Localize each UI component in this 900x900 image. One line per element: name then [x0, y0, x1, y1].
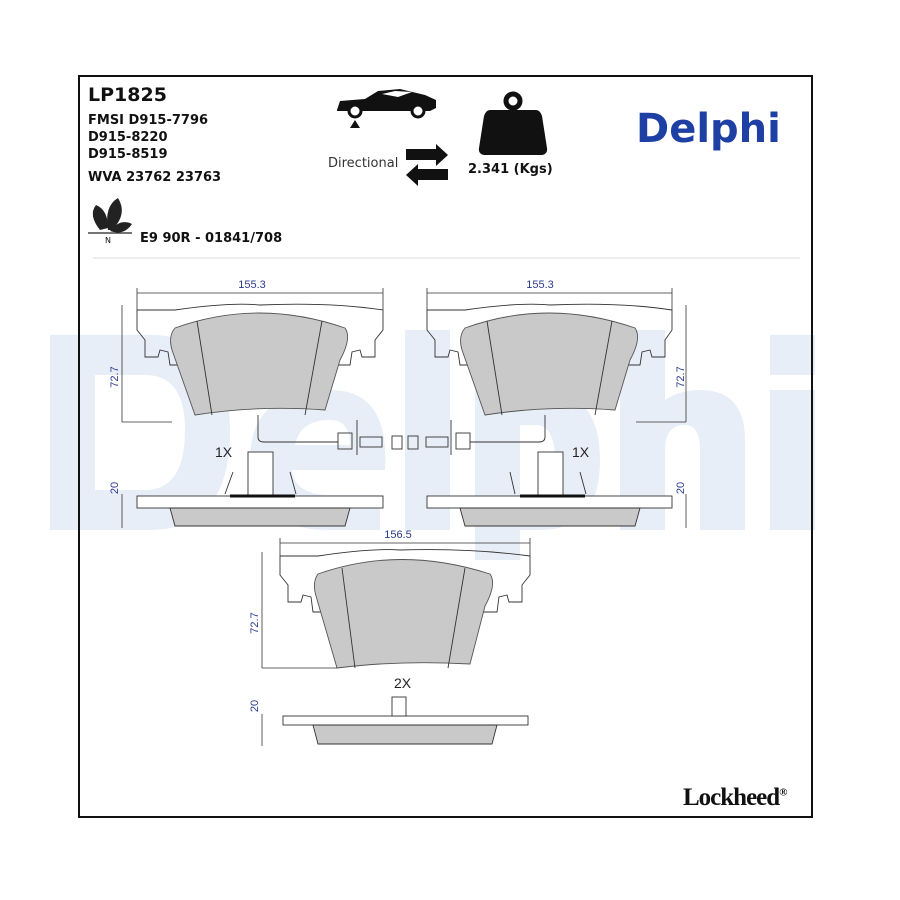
front-pad-left-drawing [136, 303, 403, 527]
front-left-thickness-label: 20 [109, 482, 121, 494]
directional-arrows-icon [406, 144, 448, 186]
front-right-width-label: 155.3 [526, 279, 554, 291]
front-right-thickness-label: 20 [675, 482, 687, 494]
lockheed-logo: Lockheed® [683, 784, 787, 811]
rear-pad-drawing [279, 549, 531, 745]
car-axle-icon [337, 89, 436, 128]
rear-width-label: 156.5 [384, 529, 412, 541]
eco-leaf-icon [88, 198, 132, 234]
lockheed-logo-text: Lockheed [683, 784, 780, 811]
product-sheet-frame [78, 75, 813, 818]
eco-mark-letter: N [105, 236, 111, 245]
front-pad-right-drawing [407, 303, 673, 527]
front-right-height-label: 72.7 [675, 366, 687, 387]
front-left-qty: 1X [215, 444, 233, 460]
rear-qty: 2X [394, 675, 412, 691]
fmsi-reference-3: D915-8519 [88, 147, 168, 162]
wva-numbers: WVA 23762 23763 [88, 170, 222, 185]
weight-icon [478, 91, 548, 155]
front-left-height-label: 72.7 [109, 366, 121, 387]
front-left-width-label: 155.3 [238, 279, 266, 291]
fmsi-reference-2: D915-8220 [88, 130, 168, 145]
approval-number: E9 90R - 01841/708 [140, 231, 283, 246]
dimension-lines [121, 288, 687, 746]
part-number: LP1825 [88, 84, 167, 106]
rear-height-label: 72.7 [249, 612, 261, 633]
weight-value: 2.341 (Kgs) [468, 162, 553, 177]
directional-label: Directional [328, 156, 399, 171]
rear-thickness-label: 20 [249, 700, 261, 712]
front-right-qty: 1X [572, 444, 590, 460]
delphi-logo: Delphi [636, 106, 781, 152]
fmsi-reference: FMSI D915-7796 [88, 113, 209, 128]
